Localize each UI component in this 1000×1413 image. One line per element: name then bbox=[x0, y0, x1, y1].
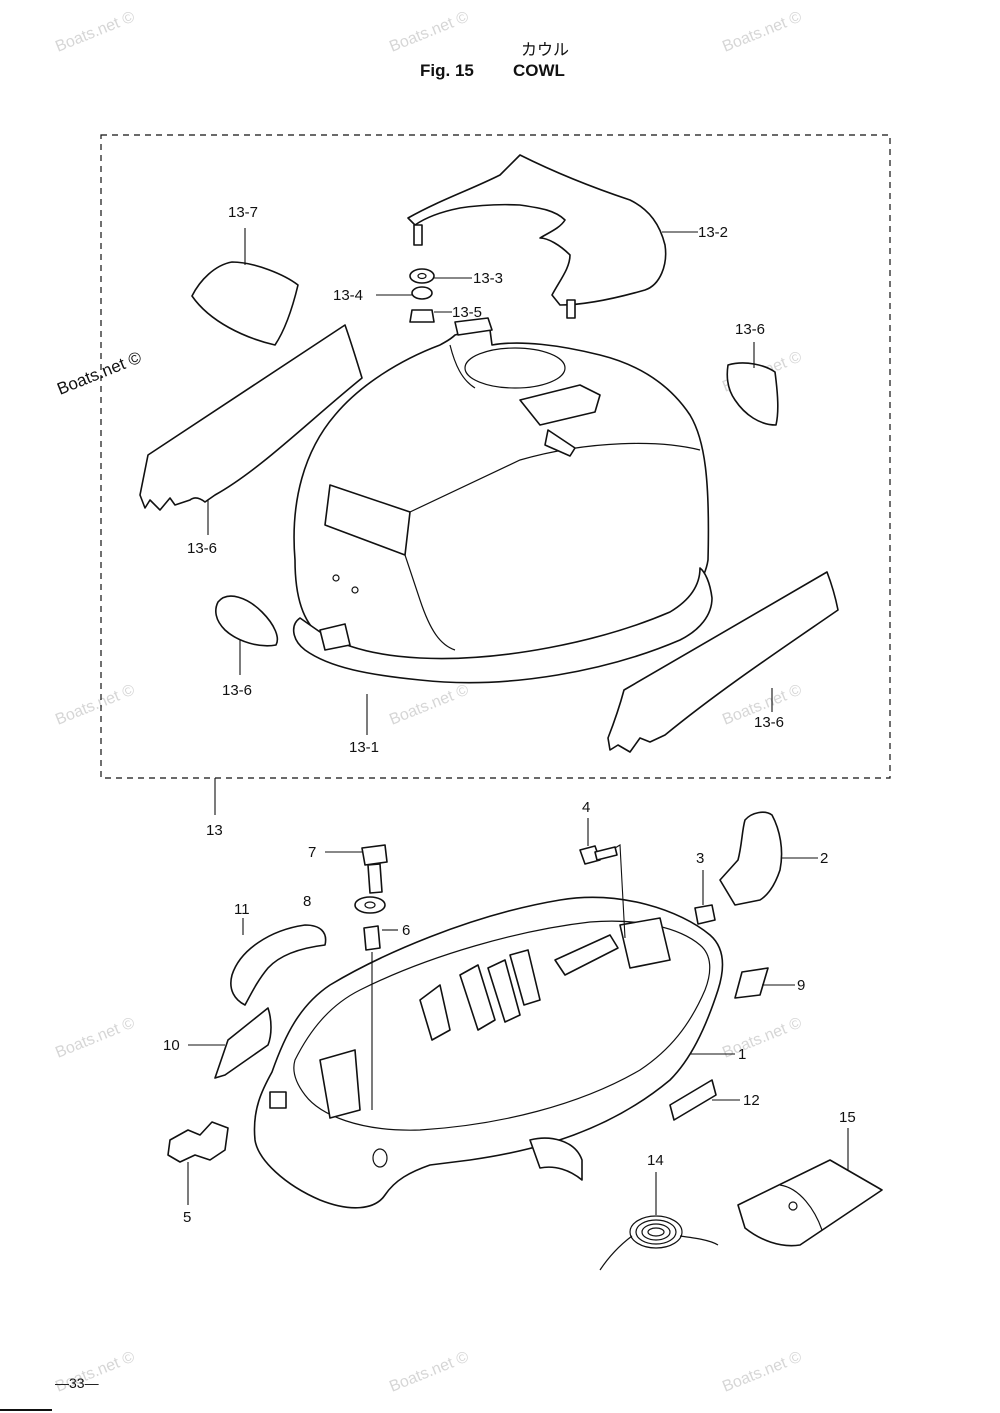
cover-handle-13-2 bbox=[407, 154, 667, 306]
label-2: 2 bbox=[820, 850, 828, 867]
seal-8 bbox=[230, 924, 327, 1006]
cowl-top-opening bbox=[464, 347, 566, 389]
label-14: 14 bbox=[647, 1152, 664, 1169]
figure-number: Fig. 15 bbox=[420, 61, 474, 80]
cover-pin-right bbox=[566, 299, 576, 319]
plate-9 bbox=[734, 967, 769, 999]
cowl-rim-seal bbox=[292, 567, 713, 684]
callout-labels: 13-2 13-3 13-4 13-5 13-7 13-6 13-6 13-6 … bbox=[163, 204, 856, 1226]
label-13-4: 13-4 bbox=[333, 287, 363, 304]
label-13-6-right: 13-6 bbox=[754, 714, 784, 731]
washer-13-4 bbox=[411, 286, 433, 300]
top-cowl-assembly bbox=[139, 154, 839, 753]
label-6: 6 bbox=[402, 922, 410, 939]
seal-10 bbox=[214, 1007, 272, 1079]
grommet-hole bbox=[269, 1091, 287, 1109]
watermark-text: Boats.net © bbox=[387, 8, 471, 55]
bottom-cowl-assembly bbox=[167, 811, 883, 1271]
decal-13-6-right bbox=[607, 571, 839, 753]
leader-4-b bbox=[614, 844, 626, 939]
decal-13-6-small-right bbox=[726, 362, 779, 426]
watermark-text: Boats.net © bbox=[53, 8, 137, 55]
clamp-lever-2 bbox=[719, 811, 783, 906]
watermark-text: Boats.net © bbox=[720, 1014, 804, 1061]
label-13-7: 13-7 bbox=[228, 204, 258, 221]
grommet-5 bbox=[167, 1121, 229, 1163]
label-13-2: 13-2 bbox=[698, 224, 728, 241]
watermark-text: Boats.net © bbox=[720, 1348, 804, 1395]
watermark-text-dark: Boats.net © bbox=[54, 348, 144, 399]
washer-7 bbox=[354, 896, 386, 914]
label-7: 7 bbox=[308, 844, 316, 861]
watermark-text: Boats.net © bbox=[53, 681, 137, 728]
label-5: 5 bbox=[183, 1209, 191, 1226]
washer-13-3 bbox=[409, 268, 435, 284]
label-strip-12 bbox=[669, 1079, 717, 1121]
spring-14 bbox=[599, 1215, 719, 1271]
label-8: 8 bbox=[303, 893, 311, 910]
cowl-front-tab bbox=[454, 317, 493, 336]
label-13-3: 13-3 bbox=[473, 270, 503, 287]
pad-13-7 bbox=[191, 261, 299, 346]
label-13-6-small-right: 13-6 bbox=[735, 321, 765, 338]
label-3: 3 bbox=[696, 850, 704, 867]
label-13: 13 bbox=[206, 822, 223, 839]
watermark-text: Boats.net © bbox=[53, 1014, 137, 1061]
cowl-handle bbox=[519, 384, 601, 426]
page-number: —33— bbox=[55, 1375, 99, 1391]
label-15: 15 bbox=[839, 1109, 856, 1126]
decal-13-6-left bbox=[139, 324, 363, 511]
label-13-6-small-left: 13-6 bbox=[222, 682, 252, 699]
label-13-5: 13-5 bbox=[452, 304, 482, 321]
watermark-text: Boats.net © bbox=[720, 8, 804, 55]
assembly-13-frame bbox=[100, 134, 891, 779]
label-4: 4 bbox=[582, 799, 590, 816]
label-13-1: 13-1 bbox=[349, 739, 379, 756]
cowl-rim-latch bbox=[319, 623, 351, 651]
decal-13-6-small-left bbox=[215, 595, 279, 647]
watermark-text: Boats.net © bbox=[387, 1348, 471, 1395]
label-13-6-left: 13-6 bbox=[187, 540, 217, 557]
figure-title-japanese: カウル bbox=[520, 40, 569, 59]
watermark-text: Boats.net © bbox=[387, 681, 471, 728]
label-9: 9 bbox=[797, 977, 805, 994]
pouch-15 bbox=[737, 1159, 883, 1247]
cover-pin-left bbox=[413, 224, 423, 246]
collar-3 bbox=[694, 904, 716, 925]
label-1: 1 bbox=[738, 1046, 746, 1063]
label-12: 12 bbox=[743, 1092, 760, 1109]
nut-13-5 bbox=[409, 309, 435, 323]
figure-title: COWL bbox=[513, 61, 565, 80]
bolt-7 bbox=[361, 844, 388, 866]
label-10: 10 bbox=[163, 1037, 180, 1054]
label-11: 11 bbox=[234, 901, 250, 918]
collar-6 bbox=[363, 925, 381, 951]
